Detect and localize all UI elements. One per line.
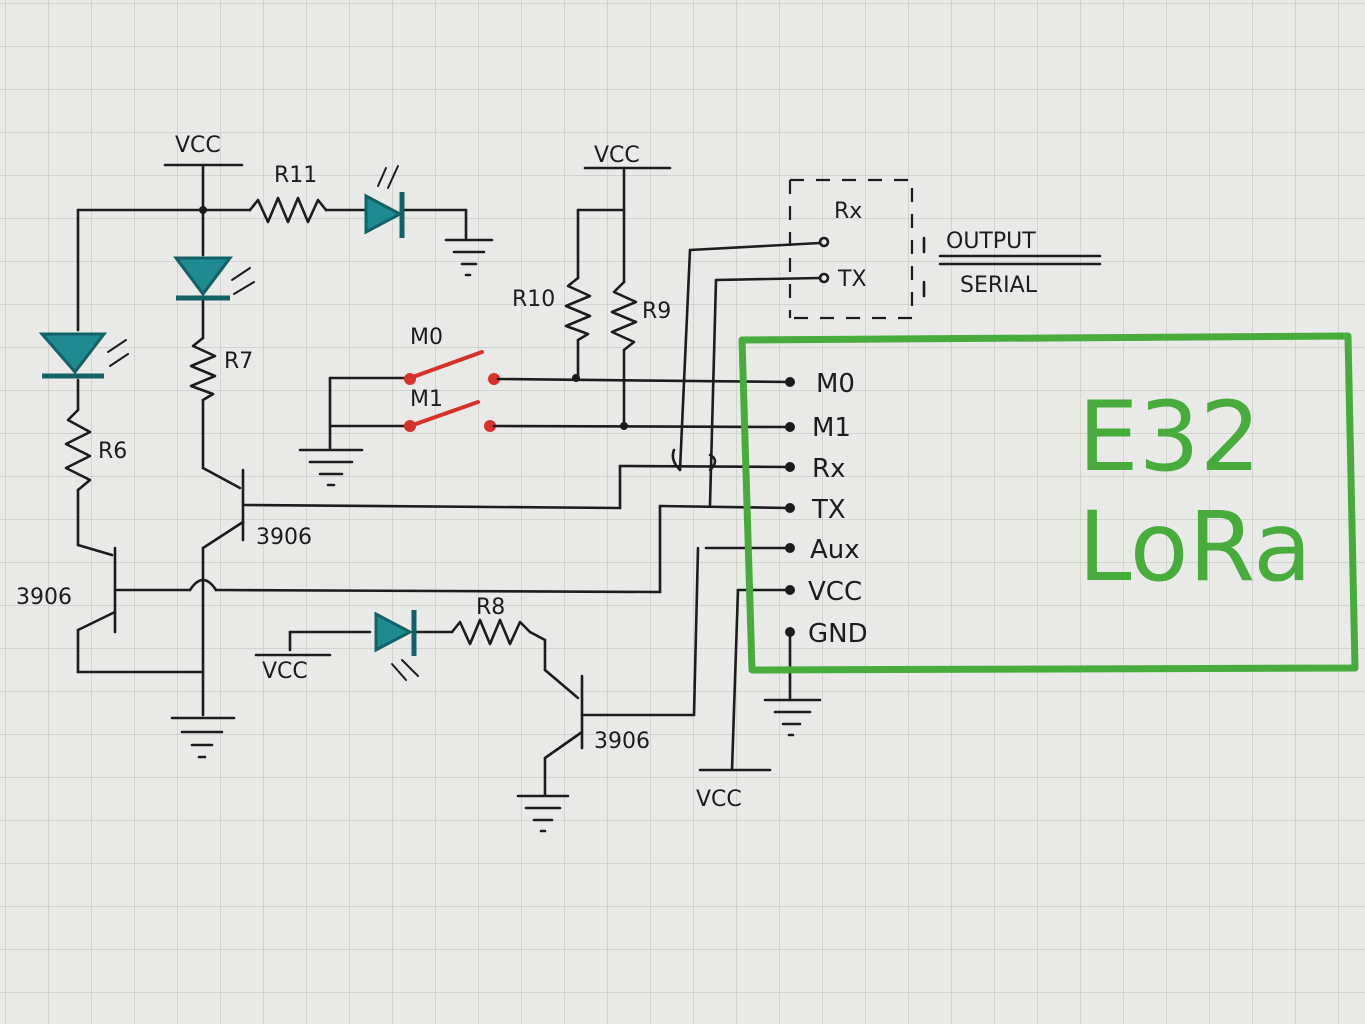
pin-label-gnd: GND [808,619,868,649]
led-left [38,332,129,379]
label-output: OUTPUT [946,229,1036,254]
pin-label-tx: TX [811,495,846,525]
label-vcc-top-left: VCC [175,133,221,158]
e32-lora-module [738,332,1359,674]
label-m1-switch: M1 [410,387,443,412]
label-r10: R10 [512,287,555,312]
led-top [364,165,405,238]
label-r6: R6 [98,439,127,464]
pin-label-rx: Rx [812,454,845,484]
label-r7: R7 [224,349,253,374]
label-vcc-bottom-left: VCC [262,659,308,684]
label-serial-tx: TX [837,267,867,292]
left-wiring [64,163,662,759]
label-transistor-bottom: 3906 [594,729,650,754]
pin-label-m1: M1 [812,413,851,443]
label-transistor-left: 3906 [16,585,72,610]
m1-switch-lever [408,400,480,428]
aux-indicator [254,618,696,833]
serial-output [671,178,1102,507]
label-r9: R9 [642,299,671,324]
led-mid [173,256,255,301]
pin-label-m0: M0 [816,369,855,399]
label-serial-rx: Rx [834,199,862,224]
module-line2: LoRa [1078,491,1312,603]
label-serial: SERIAL [960,273,1038,298]
pin-label-vcc: VCC [808,577,862,607]
label-vcc-top-mid: VCC [594,143,640,168]
pin-label-aux: Aux [810,535,860,565]
label-vcc-bottom-mid: VCC [696,787,742,812]
label-m0-switch: M0 [410,325,443,350]
led-bottom [374,610,419,681]
m0-switch-lever [408,350,484,380]
module-line1: E32 [1078,381,1261,493]
label-r8: R8 [476,595,505,620]
label-r11: R11 [274,163,317,188]
label-transistor-mid: 3906 [256,525,312,550]
pullup-resistors [564,166,672,430]
